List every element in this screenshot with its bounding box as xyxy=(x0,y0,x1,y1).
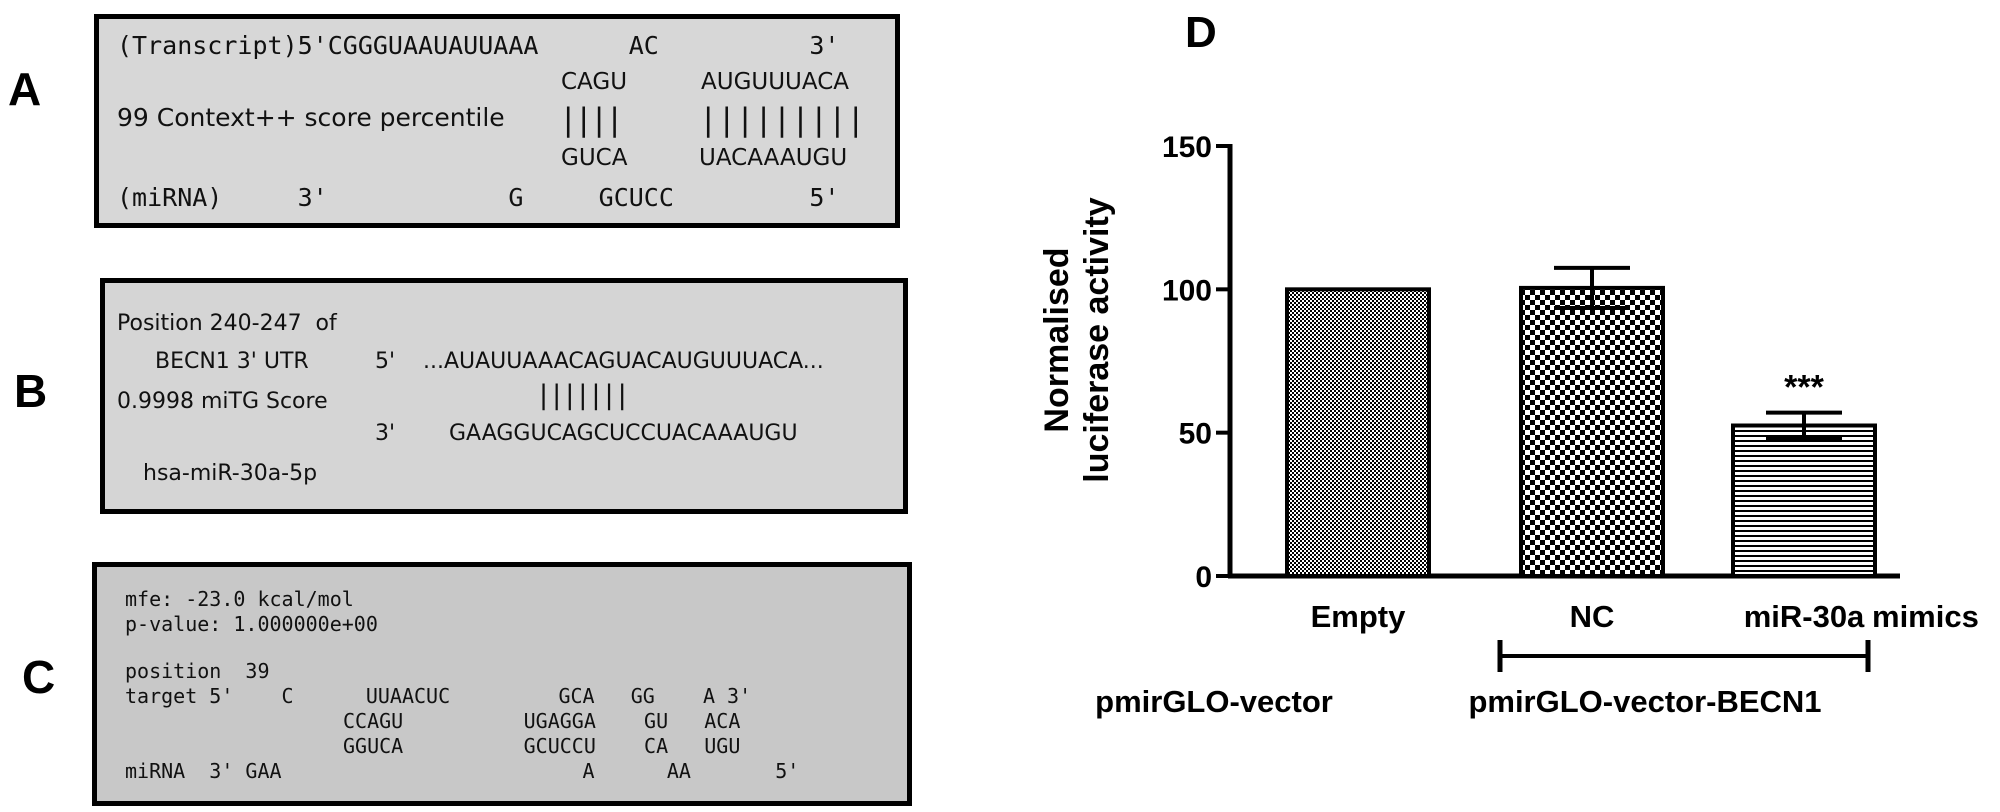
panel-b-position: Position 240-247 of xyxy=(117,311,337,336)
y-axis-label-line1: Normalised xyxy=(1038,247,1076,432)
x-labels: Empty NC miR-30a xyxy=(1311,599,1865,634)
panel-b-mirna-name: hsa-miR-30a-5p xyxy=(143,461,318,486)
group-label-becn1: pmirGLO-vector-BECN1 xyxy=(1468,684,1821,719)
panel-a-box: (Transcript)5'CGGGUAAUAUUAAA AC 3' CAGU … xyxy=(94,14,900,228)
panel-b-three-prime: 3' xyxy=(375,421,396,446)
panel-a-top-right-seq: AUGUUUACA xyxy=(701,69,850,95)
panel-b-five-prime: 5' xyxy=(375,349,396,374)
y-ticks: 0 50 100 150 xyxy=(1162,131,1230,594)
y-tick-label: 0 xyxy=(1195,561,1212,594)
group-label-vector: pmirGLO-vector xyxy=(1095,684,1333,719)
panel-c-position: position 39 xyxy=(125,659,270,683)
panel-label-a: A xyxy=(8,63,42,115)
panel-label-c: C xyxy=(22,651,56,703)
panel-a-transcript-line: (Transcript)5'CGGGUAAUAUUAAA AC 3' xyxy=(117,31,840,60)
panel-c-mirna-line: miRNA 3' GAA A AA 5' xyxy=(125,759,800,783)
bar-empty xyxy=(1285,287,1431,578)
panel-a-context-score: 99 Context++ score percentile xyxy=(117,103,505,132)
bar-nc xyxy=(1519,285,1665,578)
y-tick-label: 100 xyxy=(1162,274,1212,307)
y-tick-label: 150 xyxy=(1162,131,1212,164)
panel-b-target-seq: ...AUAUUAAACAGUACAUGUUUACA... xyxy=(423,349,824,374)
y-tick-label: 50 xyxy=(1179,418,1212,451)
panel-c-target-line: target 5' C UUAACUC GCA GG A 3' xyxy=(125,684,752,708)
panel-a-top-left-seq: CAGU xyxy=(561,69,628,95)
x-tick-label: Empty xyxy=(1311,599,1407,634)
luciferase-bar-chart: Normalised luciferase activity 0 50 100 150… xyxy=(1038,131,1979,719)
panel-b-pairing-bars: ||||||| xyxy=(539,380,631,411)
mimics-label: mimics xyxy=(1872,599,1979,634)
panel-a-bottom-right-seq: UACAAAUGU xyxy=(699,145,848,171)
significance-marker: *** xyxy=(1784,369,1824,407)
panel-c-line2: CCAGU UGAGGA GU ACA xyxy=(343,709,741,733)
bars: *** xyxy=(1285,265,1877,578)
panel-a-bottom-left-seq: GUCA xyxy=(561,145,628,171)
panel-label-b: B xyxy=(14,365,48,417)
panel-label-d: D xyxy=(1185,8,1217,57)
panel-b-box: Position 240-247 of BECN1 3' UTR 5' ...A… xyxy=(100,278,908,514)
x-tick-label: miR-30a xyxy=(1744,599,1865,634)
panel-b-score: 0.9998 miTG Score xyxy=(117,389,328,414)
panel-a-bars-left: |||| xyxy=(563,102,625,138)
x-tick-label: NC xyxy=(1570,599,1615,634)
panel-c-line3: GGUCA GCUCCU CA UGU xyxy=(343,734,741,758)
y-axis-label: Normalised luciferase activity xyxy=(1038,197,1116,482)
panel-b-mirna-seq: GAAGGUCAGCUCCUACAAAUGU xyxy=(449,421,798,446)
becn1-group-bracket xyxy=(1497,640,1871,672)
panel-a-mirna-line: (miRNA) 3' G GCUCC 5' xyxy=(117,183,840,212)
y-axis-label-line2: luciferase activity xyxy=(1078,197,1116,482)
panel-c-box: mfe: -23.0 kcal/mol p-value: 1.000000e+0… xyxy=(92,562,912,806)
panel-b-gene: BECN1 3' UTR xyxy=(155,349,309,374)
panel-c-mfe: mfe: -23.0 kcal/mol xyxy=(125,587,354,611)
group-labels: pmirGLO-vector pmirGLO-vector-BECN1 xyxy=(1095,684,1821,719)
panel-a-bars-right: ||||||||| xyxy=(703,102,869,138)
panel-c-pvalue: p-value: 1.000000e+00 xyxy=(125,612,378,636)
bar-mir-30a xyxy=(1731,423,1877,578)
